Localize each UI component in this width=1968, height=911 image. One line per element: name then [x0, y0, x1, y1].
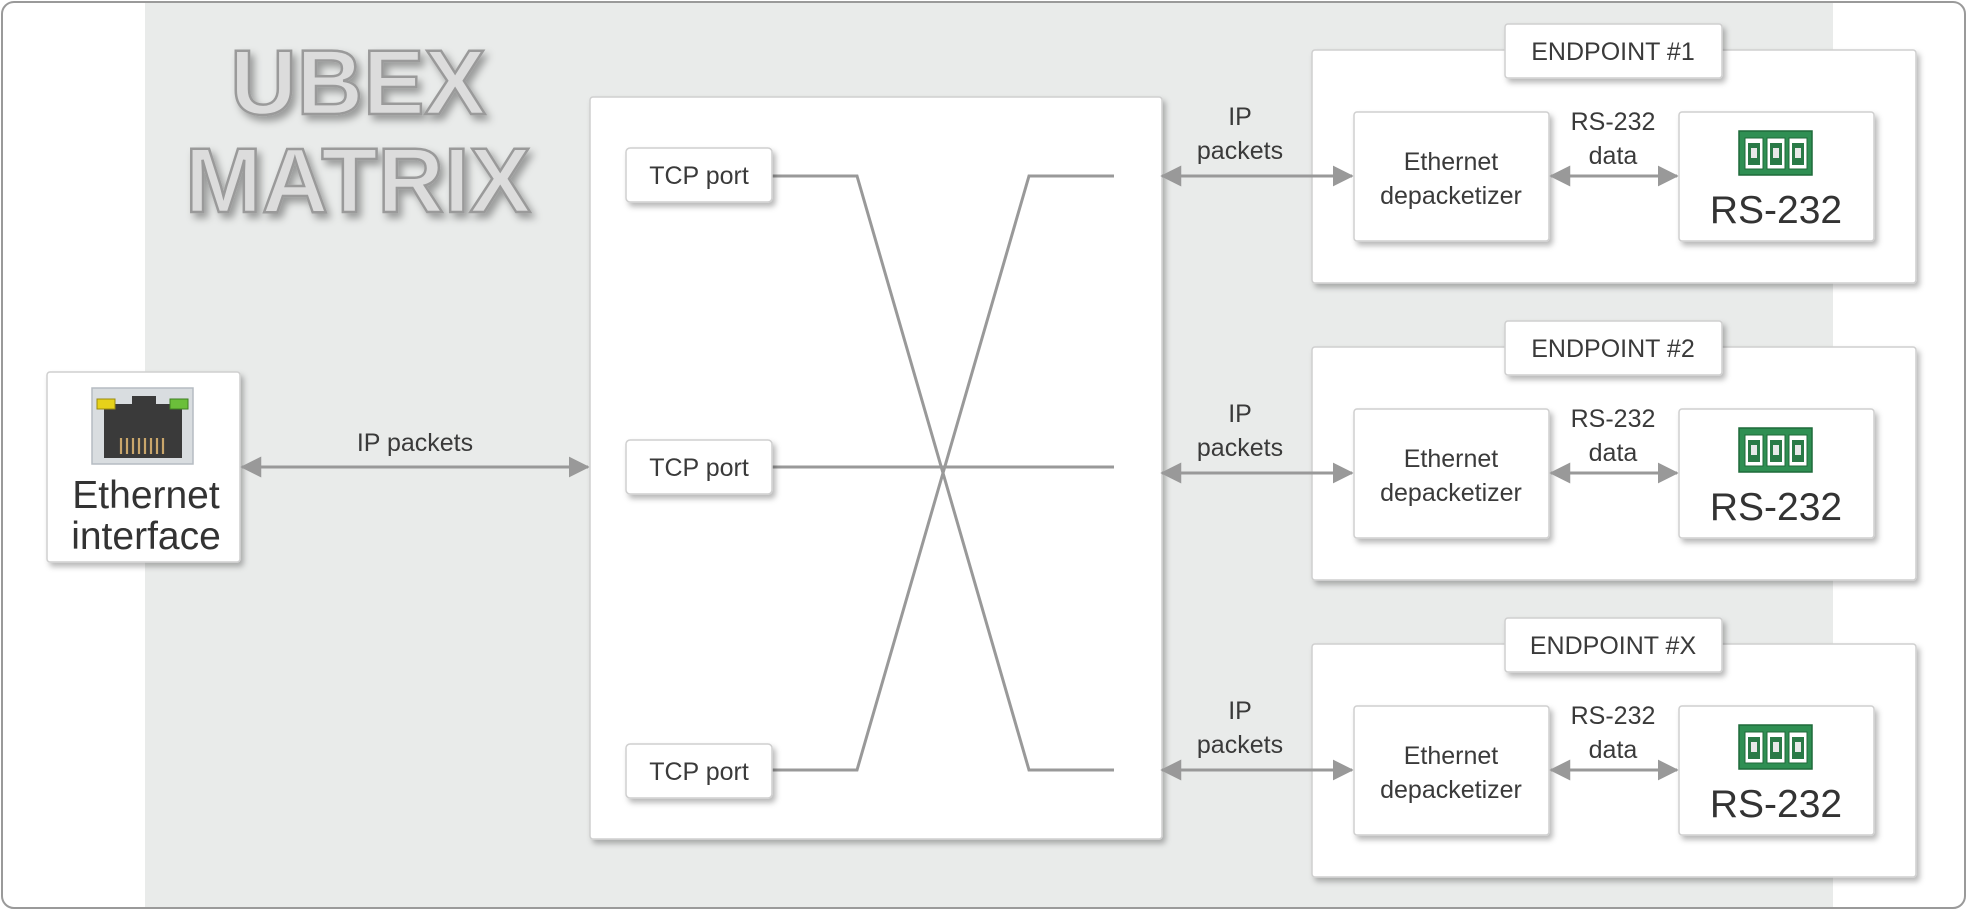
ethernet-depacketizer-box	[1353, 408, 1550, 539]
tcp-port-3: TCP port	[625, 743, 773, 799]
rs232-data-label-1: RS-232	[1571, 405, 1656, 433]
endpoint-title: ENDPOINT #1	[1531, 38, 1694, 66]
tcp-port-box	[625, 439, 773, 495]
endpoint-2: ENDPOINT #2 IP packets Ethernet depacketizer…	[1160, 320, 1917, 581]
ip-packets-label-2: packets	[1197, 434, 1283, 462]
rj45-port-icon	[91, 387, 194, 465]
rs232-label: RS-232	[1710, 189, 1842, 232]
rs232-data-label-2: data	[1589, 439, 1638, 467]
title-line-2: MATRIX	[185, 130, 531, 232]
rs232-data-label-2: data	[1589, 142, 1638, 170]
tcp-port-label: TCP port	[649, 454, 749, 482]
depacketizer-label-2: depacketizer	[1380, 776, 1522, 804]
rs232-label: RS-232	[1710, 486, 1842, 529]
connection-port3-to-endpoint1	[772, 174, 1114, 772]
tcp-port-box	[625, 743, 773, 799]
rs232-box	[1678, 408, 1875, 539]
ip-packets-label-1: IP	[1228, 103, 1252, 131]
endpoint-title: ENDPOINT #X	[1530, 632, 1697, 660]
tcp-port-2: TCP port	[625, 439, 773, 495]
depacketizer-label-2: depacketizer	[1380, 479, 1522, 507]
matrix-switch: TCP port TCP port TCP port	[589, 96, 1163, 840]
ip-packets-label-1: IP	[1228, 697, 1252, 725]
tcp-port-box	[625, 147, 773, 203]
rs232-box	[1678, 705, 1875, 836]
title-line-1: UBEX	[230, 32, 486, 134]
endpoint-3: ENDPOINT #X IP packets Ethernet depacketizer…	[1160, 617, 1917, 878]
depacketizer-label-2: depacketizer	[1380, 182, 1522, 210]
depacketizer-label-1: Ethernet	[1404, 148, 1499, 176]
ethernet-interface-label-1: Ethernet	[72, 474, 220, 517]
ethernet-depacketizer-box	[1353, 705, 1550, 836]
endpoint-title: ENDPOINT #2	[1531, 335, 1694, 363]
ip-packets-label-2: packets	[1197, 731, 1283, 759]
rs232-box	[1678, 111, 1875, 242]
ethernet-depacketizer-box	[1353, 111, 1550, 242]
tcp-port-label: TCP port	[649, 162, 749, 190]
ip-packets-label-1: IP	[1228, 400, 1252, 428]
rs232-terminal-block-icon	[1738, 130, 1813, 176]
ip-packets-label-2: packets	[1197, 137, 1283, 165]
rs232-label: RS-232	[1710, 783, 1842, 826]
tcp-port-label: TCP port	[649, 758, 749, 786]
matrix-title: UBEX MATRIX	[184, 31, 532, 234]
depacketizer-label-1: Ethernet	[1404, 445, 1499, 473]
rs232-terminal-block-icon	[1738, 724, 1813, 770]
ethernet-interface-label-2: interface	[71, 515, 221, 558]
rs232-terminal-block-icon	[1738, 427, 1813, 473]
tcp-port-1: TCP port	[625, 147, 773, 203]
endpoint-title-box	[1504, 23, 1723, 79]
rs232-data-label-1: RS-232	[1571, 108, 1656, 136]
endpoint-1: ENDPOINT #1 IP packets Ethernet depacketizer…	[1160, 23, 1917, 284]
main-link-label: IP packets	[357, 429, 473, 457]
rs232-data-label-1: RS-232	[1571, 702, 1656, 730]
endpoint-title-box	[1504, 320, 1723, 376]
rs232-data-label-2: data	[1589, 736, 1638, 764]
ethernet-interface: Ethernet interface	[46, 371, 241, 563]
depacketizer-label-1: Ethernet	[1404, 742, 1499, 770]
endpoint-title-box	[1504, 617, 1723, 673]
